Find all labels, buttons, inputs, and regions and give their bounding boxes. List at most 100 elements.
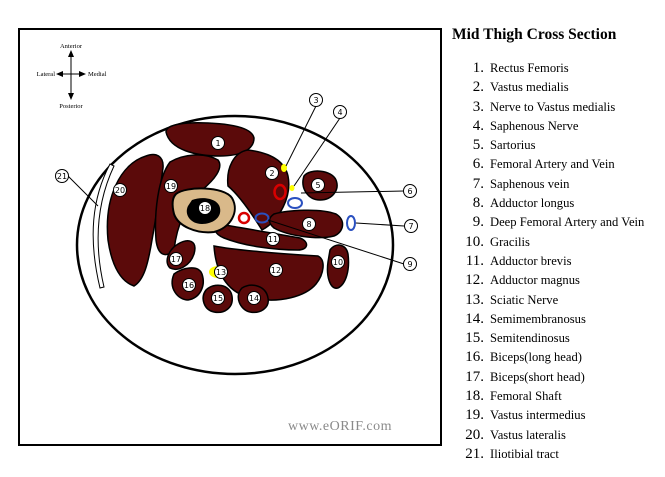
marker-circle	[55, 169, 69, 183]
legend-item: 5. Sartorius	[452, 137, 662, 156]
legend-number: 20.	[465, 426, 484, 443]
adductor-magnus-shape	[213, 245, 324, 301]
legend-item: 15.Semitendinosus	[452, 330, 662, 349]
compass-lateral-label: Lateral	[37, 71, 56, 78]
marker-number: 16	[184, 281, 194, 290]
legend-number: 21.	[465, 445, 484, 462]
legend-label: Saphenous Nerve	[490, 118, 579, 133]
structure-marker: 17	[169, 252, 183, 266]
legend-number: 5.	[472, 137, 484, 154]
marker-circle	[113, 183, 127, 197]
marker-circle	[266, 232, 280, 246]
legend-number: 4.	[472, 117, 484, 134]
compass-rose: Anterior Posterior Lateral Medial	[37, 43, 107, 110]
legend-item: 19. Vastus intermedius	[452, 407, 662, 426]
legend-number: 7.	[472, 175, 484, 192]
structure-marker: 15	[211, 291, 225, 305]
legend-item: 1.Rectus Femoris	[452, 60, 662, 79]
marker-circle	[403, 184, 417, 198]
legend-label: Biceps(long head)	[490, 350, 582, 365]
marker-number: 5	[315, 181, 320, 190]
structure-marker: 12	[269, 263, 283, 277]
diagram-title: Mid Thigh Cross Section	[452, 26, 617, 43]
legend-item: 7. Saphenous vein	[452, 176, 662, 195]
legend-item: 16.Biceps(long head)	[452, 349, 662, 368]
legend-label: Sartorius	[490, 138, 536, 153]
legend-item: 6. Femoral Artery and Vein	[452, 156, 662, 175]
structure-marker: 21	[55, 169, 69, 183]
marker-circle	[404, 219, 418, 233]
adductor-brevis-shape	[213, 223, 308, 251]
structure-marker: 16	[182, 278, 196, 292]
legend-label: Iliotibial tract	[490, 446, 559, 461]
marker-circle	[265, 166, 279, 180]
legend-label: Vastus lateralis	[490, 427, 566, 442]
marker-circle	[198, 201, 212, 215]
rectus-femoris-shape	[165, 122, 255, 157]
iliotibial-tract	[92, 163, 115, 289]
compass-posterior-label: Posterior	[59, 103, 83, 110]
legend-label: Vastus intermedius	[490, 408, 586, 423]
femoral-artery-shape	[273, 183, 287, 201]
marker-circle	[247, 291, 261, 305]
legend-label: Saphenous vein	[490, 176, 570, 191]
legend-label: Sciatic Nerve	[490, 292, 559, 307]
marker-circle	[214, 265, 228, 279]
deep-femoral-artery-shape	[237, 211, 251, 225]
marker-number: 18	[200, 204, 210, 213]
legend-label: Adductor longus	[490, 196, 575, 211]
legend-label: Vastus medialis	[490, 80, 569, 95]
marker-number: 9	[407, 260, 412, 269]
marker-number: 14	[249, 294, 259, 303]
legend-number: 14.	[465, 310, 484, 327]
legend-number: 12.	[465, 272, 484, 289]
marker-number: 15	[213, 294, 223, 303]
legend-number: 6.	[472, 156, 484, 173]
deep-femoral-vein-shape	[254, 212, 270, 224]
marker-number: 20	[115, 186, 125, 195]
legend-item: 2.Vastus medialis	[452, 79, 662, 98]
legend-number: 17.	[465, 368, 484, 385]
legend-label: Adductor brevis	[490, 253, 572, 268]
structure-marker: 2	[265, 166, 279, 180]
marker-circle	[403, 257, 417, 271]
legend-number: 18.	[465, 388, 484, 405]
marker-number: 8	[306, 220, 311, 229]
marker-number: 1	[215, 139, 220, 148]
marker-circle	[211, 136, 225, 150]
structure-marker: 5	[311, 178, 325, 192]
structure-marker: 4	[333, 105, 347, 119]
leader-lines	[67, 105, 405, 265]
structure-marker: 7	[404, 219, 418, 233]
marker-circle	[164, 179, 178, 193]
legend-number: 9.	[472, 214, 484, 231]
marker-number: 17	[171, 255, 181, 264]
legend-label: Biceps(short head)	[490, 369, 585, 384]
legend-number: 1.	[472, 60, 484, 76]
legend-label: Deep Femoral Artery and Vein	[490, 215, 645, 230]
marker-circle	[182, 278, 196, 292]
structure-marker: 11	[266, 232, 280, 246]
legend-item: 13. Sciatic Nerve	[452, 292, 662, 311]
marker-number: 11	[268, 235, 278, 244]
legend-label: Femoral Shaft	[490, 389, 562, 404]
legend-label: Semitendinosus	[490, 331, 570, 346]
legend-item: 14.Semimembranosus	[452, 311, 662, 330]
legend-label: Femoral Artery and Vein	[490, 157, 615, 172]
legend-number: 13.	[465, 291, 484, 308]
marker-circle	[302, 217, 316, 231]
marker-circle	[269, 263, 283, 277]
marker-number: 2	[269, 169, 274, 178]
legend-panel: Mid Thigh Cross Section 1.Rectus Femoris…	[452, 26, 662, 465]
legend-label: Nerve to Vastus medialis	[490, 99, 616, 114]
marker-circle	[311, 178, 325, 192]
legend-number: 10.	[465, 233, 484, 250]
structure-marker: 8	[302, 217, 316, 231]
legend-number: 19.	[465, 407, 484, 424]
legend-item: 3. Nerve to Vastus medialis	[452, 99, 662, 118]
marker-number: 19	[166, 182, 176, 191]
legend-number: 3.	[472, 98, 484, 115]
muscle-group	[106, 122, 350, 314]
structure-marker: 13	[214, 265, 228, 279]
structure-marker: 1	[211, 136, 225, 150]
